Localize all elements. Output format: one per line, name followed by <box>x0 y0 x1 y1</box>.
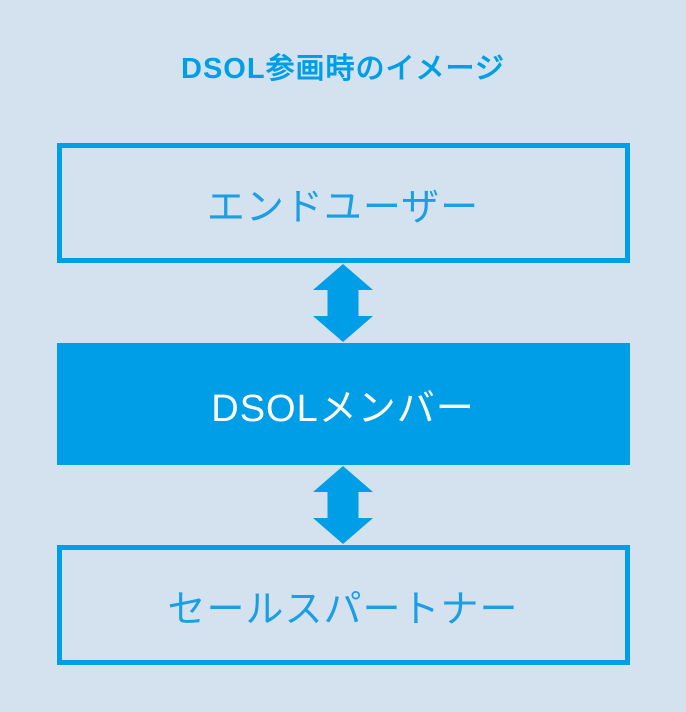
diagram-title: DSOL参画時のイメージ <box>181 53 505 85</box>
node-sales-partner: セールスパートナー <box>56 545 630 665</box>
node-end-user-label: エンドユーザー <box>206 186 480 229</box>
double-arrow-icon <box>313 466 373 544</box>
node-end-user: エンドユーザー <box>56 143 630 263</box>
node-dsol-member: DSOLメンバー <box>56 343 630 465</box>
double-arrow-shape <box>313 264 373 342</box>
double-arrow-icon <box>313 264 373 342</box>
node-dsol-member-label: DSOLメンバー <box>211 387 475 430</box>
double-arrow-shape <box>313 466 373 544</box>
node-sales-partner-label: セールスパートナー <box>167 588 519 631</box>
